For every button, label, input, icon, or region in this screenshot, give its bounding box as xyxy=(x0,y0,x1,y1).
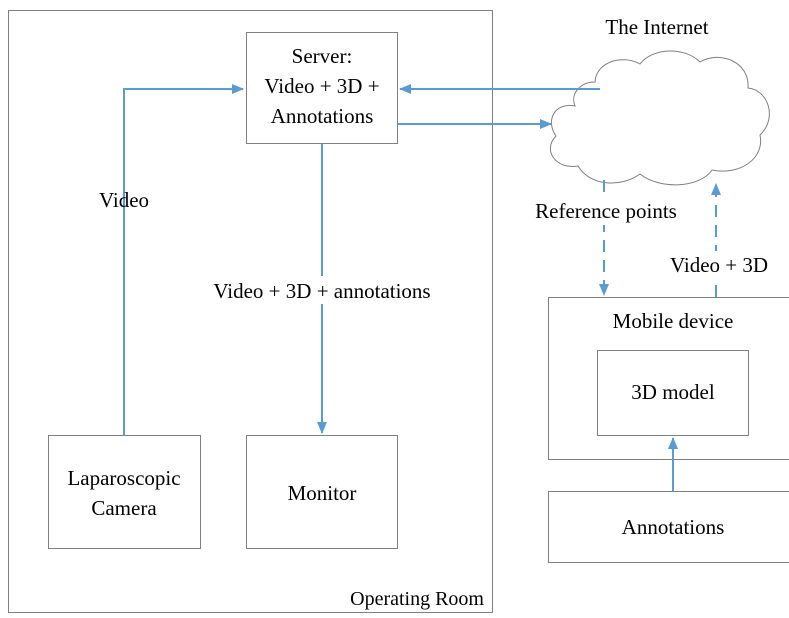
mobile-device-label: Mobile device xyxy=(613,309,734,333)
annotations-label: Annotations xyxy=(622,515,725,539)
edge-label-video: Video xyxy=(99,188,149,212)
camera-label-line1: Laparoscopic xyxy=(67,466,180,490)
edge-label-video-3d: Video + 3D xyxy=(670,253,768,277)
operating-room-label: Operating Room xyxy=(350,588,484,610)
laparoscopic-camera-box xyxy=(49,436,201,549)
camera-label-line2: Camera xyxy=(91,496,157,520)
internet-cloud-icon xyxy=(550,51,769,185)
edge-label-reference-points: Reference points xyxy=(535,199,677,223)
server-label-line3: Annotations xyxy=(271,104,374,128)
server-label-line1: Server: xyxy=(292,44,353,68)
internet-label: The Internet xyxy=(605,15,708,39)
edge-label-video-3d-annotations: Video + 3D + annotations xyxy=(213,279,430,303)
monitor-label: Monitor xyxy=(288,481,357,505)
3d-model-label: 3D model xyxy=(631,380,715,404)
arrow-camera-to-server xyxy=(124,89,243,435)
server-label-line2: Video + 3D + xyxy=(264,74,379,98)
